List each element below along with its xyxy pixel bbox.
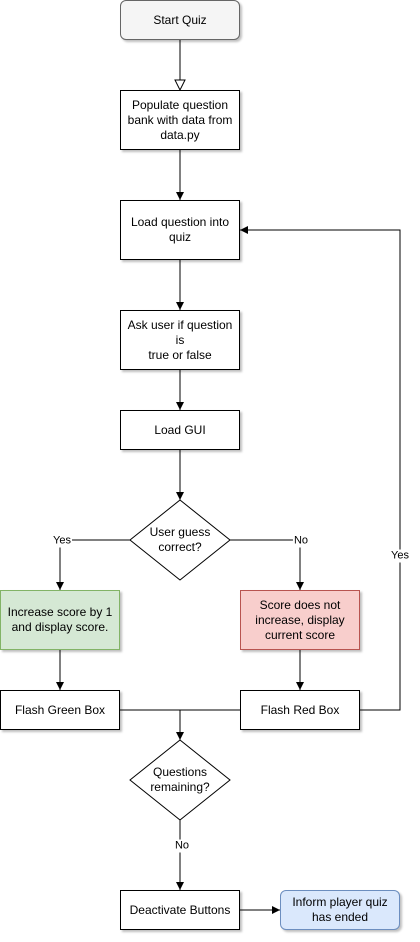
guess-correct-label: User guess correct? (149, 525, 211, 554)
guess-correct-decision: User guess correct? (130, 500, 230, 580)
edge-no-decrease (230, 539, 304, 590)
deactivate-buttons-label: Deactivate Buttons (129, 902, 231, 917)
ask-user-label: Ask user if question is true or false (127, 317, 233, 362)
load-question-node: Load question into quiz (120, 200, 240, 260)
decision-guess-shape (129, 499, 231, 581)
flash-green-box-node: Flash Green Box (0, 690, 120, 730)
increase-score-node: Increase score by 1 and display score. (0, 590, 120, 650)
score-unchanged-label: Score does not increase, display current… (255, 597, 345, 642)
populate-question-bank-node: Populate question bank with data from da… (120, 90, 240, 150)
load-question-label: Load question into quiz (130, 215, 230, 244)
score-unchanged-node: Score does not increase, display current… (240, 590, 360, 650)
edge-yes-loop (240, 226, 401, 711)
yes-left-label: Yes (52, 534, 72, 548)
load-gui-node: Load GUI (120, 410, 240, 450)
increase-score-label: Increase score by 1 and display score. (7, 605, 113, 634)
ask-user-node: Ask user if question is true or false (120, 310, 240, 370)
load-gui-label: Load GUI (154, 422, 206, 437)
no-down-label: No (173, 839, 191, 853)
start-quiz-node: Start Quiz (120, 0, 240, 40)
flash-red-box-label: Flash Red Box (260, 702, 340, 717)
start-quiz-label: Start Quiz (153, 12, 207, 27)
inform-player-node: Inform player quiz has ended (280, 890, 400, 930)
deactivate-buttons-node: Deactivate Buttons (120, 890, 240, 930)
flash-green-box-label: Flash Green Box (14, 702, 106, 717)
yes-loop-label: Yes (390, 549, 410, 563)
questions-remaining-decision: Questions remaining? (130, 740, 230, 820)
edge-yes-increase (56, 539, 130, 590)
populate-question-bank-label: Populate question bank with data from da… (127, 97, 233, 142)
questions-remaining-label: Questions remaining? (150, 765, 210, 794)
flash-red-box-node: Flash Red Box (240, 690, 360, 730)
inform-player-label: Inform player quiz has ended (292, 895, 388, 924)
no-right-label: No (292, 534, 310, 548)
